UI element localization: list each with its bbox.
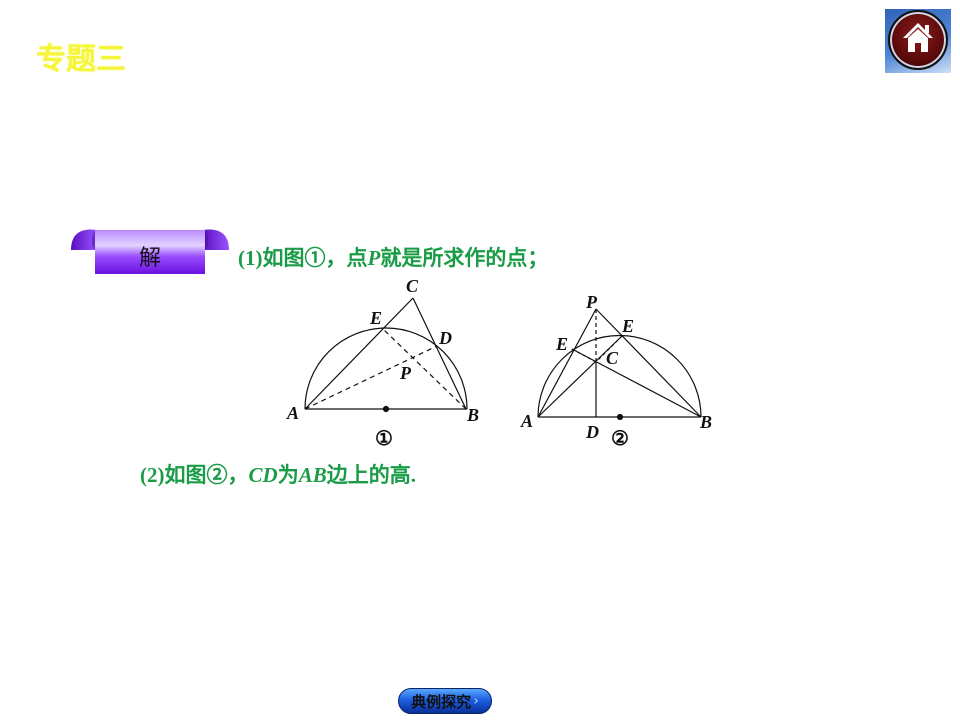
figure2-semicircle <box>537 334 702 418</box>
figure2-line-ap <box>537 308 597 418</box>
figure-2 <box>537 308 702 421</box>
figure1-dashed-be <box>382 328 467 410</box>
fig1-label-p: P <box>399 363 412 383</box>
home-button[interactable] <box>885 9 951 73</box>
fig2-caption: ② <box>611 428 629 450</box>
figure1-center-dot <box>382 405 390 413</box>
fig2-label-d: D <box>585 422 599 442</box>
step2-mid: 为 <box>277 463 299 487</box>
step1-var-p: P <box>367 246 381 270</box>
fig1-label-c: C <box>406 276 419 296</box>
chevron-right-icon: › <box>473 693 479 709</box>
figure2-dashed-ec <box>571 348 597 363</box>
fig2-label-p: P <box>585 292 598 312</box>
figure-1 <box>304 297 468 413</box>
solution-step-1: (1)如图①，点P就是所求作的点； <box>238 242 548 272</box>
figure2-center-dot <box>616 413 624 421</box>
ribbon-shape <box>71 229 229 274</box>
figure-1-labels: C E D P A B ① <box>286 276 479 450</box>
solution-badge: 解 <box>67 226 233 278</box>
solution-step-2: (2)如图②，CD为AB边上的高. <box>140 459 416 489</box>
step2-prefix: (2)如图②， <box>140 463 249 487</box>
fig2-label-e-left: E <box>555 334 568 354</box>
figure2-line-be <box>571 348 702 418</box>
home-icon <box>903 23 933 52</box>
fig2-label-e-right: E <box>621 316 634 336</box>
step1-prefix: (1)如图①，点 <box>238 246 368 270</box>
fig1-label-b: B <box>466 405 479 425</box>
nav-button-label: 典例探究 <box>411 692 472 711</box>
fig1-caption: ① <box>375 428 393 450</box>
figure2-line-pb <box>595 308 702 418</box>
fig1-label-e: E <box>369 308 382 328</box>
home-button-ring <box>888 10 948 70</box>
figure-2-labels: P E E C A D B ② <box>520 292 712 450</box>
fig1-label-a: A <box>286 403 299 423</box>
step2-var-ab: AB <box>298 463 327 487</box>
fig2-label-a: A <box>520 411 533 431</box>
typical-examples-nav-button[interactable]: 典例探究 › <box>398 688 492 714</box>
solution-badge-label: 解 <box>138 246 161 271</box>
fig2-label-c: C <box>606 348 619 368</box>
figure1-semicircle <box>304 327 468 410</box>
fig2-label-b: B <box>699 412 712 432</box>
figure1-dashed-ad <box>304 345 438 410</box>
step2-var-cd: CD <box>248 463 278 487</box>
step1-suffix: 就是所求作的点； <box>380 246 549 270</box>
fig1-label-d: D <box>438 328 452 348</box>
step2-suffix: 边上的高. <box>326 463 416 487</box>
figure2-dashed-ec2 <box>595 335 623 363</box>
figure1-side-cb <box>412 297 467 410</box>
topic-title: 专题三 <box>36 42 126 77</box>
figure1-side-ac <box>304 297 414 410</box>
